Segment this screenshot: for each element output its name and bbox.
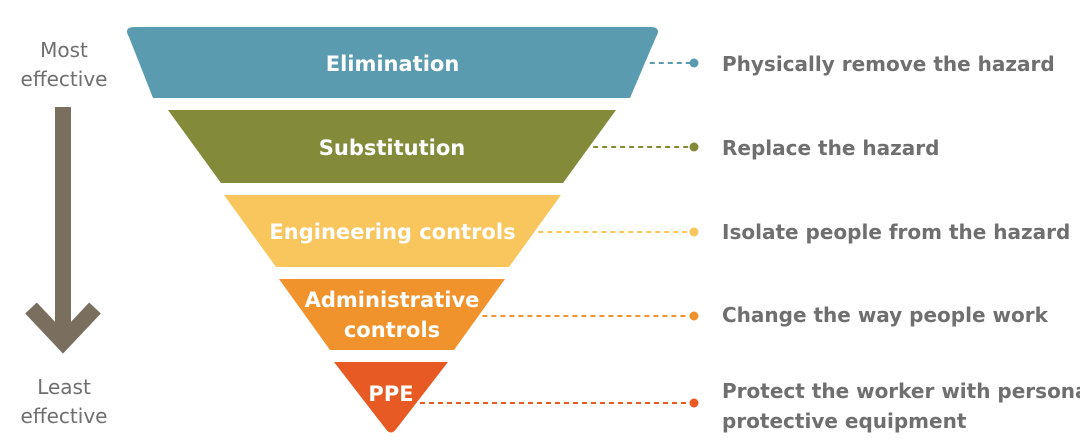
ppe-level: PPE (334, 362, 699, 433)
effectiveness-arrow (25, 107, 101, 354)
engineering-controls-description-text: Isolate people from the hazard (722, 220, 1071, 244)
elimination-label: Elimination (326, 52, 460, 76)
least-effective-line-2: effective (20, 404, 108, 428)
engineering-controls-level: Engineering controls (224, 195, 699, 267)
substitution-connector-dot (689, 142, 699, 152)
administrative-controls-label-line-2: controls (344, 318, 440, 342)
least-effective-label: Least effective (0, 373, 128, 431)
engineering-controls-connector-dot (689, 227, 699, 237)
ppe-connector-dot (689, 398, 699, 408)
least-effective-line-1: Least (37, 375, 91, 399)
ppe-description-line-2: protective equipment (722, 409, 967, 433)
substitution-band (168, 110, 616, 183)
engineering-controls-label: Engineering controls (269, 220, 515, 244)
arrow-head (25, 302, 101, 354)
elimination-description-text: Physically remove the hazard (722, 52, 1055, 76)
substitution-description: Replace the hazard (722, 133, 939, 163)
ppe-band (334, 362, 448, 433)
administrative-controls-connector-dot (689, 311, 699, 321)
administrative-controls-label-line-1: Administrative (305, 288, 480, 312)
arrow-shaft (55, 107, 71, 335)
elimination-connector-dot (689, 58, 699, 68)
engineering-controls-description: Isolate people from the hazard (722, 217, 1070, 247)
substitution-description-text: Replace the hazard (722, 136, 940, 160)
elimination-level: Elimination (127, 27, 699, 98)
engineering-controls-band (224, 195, 561, 267)
substitution-label: Substitution (319, 136, 465, 160)
elimination-band (127, 27, 658, 98)
most-effective-line-1: Most (40, 38, 88, 62)
ppe-description-line-1: Protect the worker with personal (722, 379, 1080, 403)
administrative-controls-description: Change the way people work (722, 300, 1048, 330)
administrative-controls-level: Administrative controls (279, 279, 699, 350)
most-effective-line-2: effective (20, 67, 108, 91)
substitution-level: Substitution (168, 110, 699, 183)
administrative-controls-band (279, 279, 505, 350)
most-effective-label: Most effective (0, 36, 128, 94)
ppe-label: PPE (368, 382, 413, 406)
elimination-description: Physically remove the hazard (722, 49, 1055, 79)
ppe-description: Protect the worker with personal protect… (722, 376, 1080, 436)
administrative-controls-description-text: Change the way people work (722, 303, 1048, 327)
